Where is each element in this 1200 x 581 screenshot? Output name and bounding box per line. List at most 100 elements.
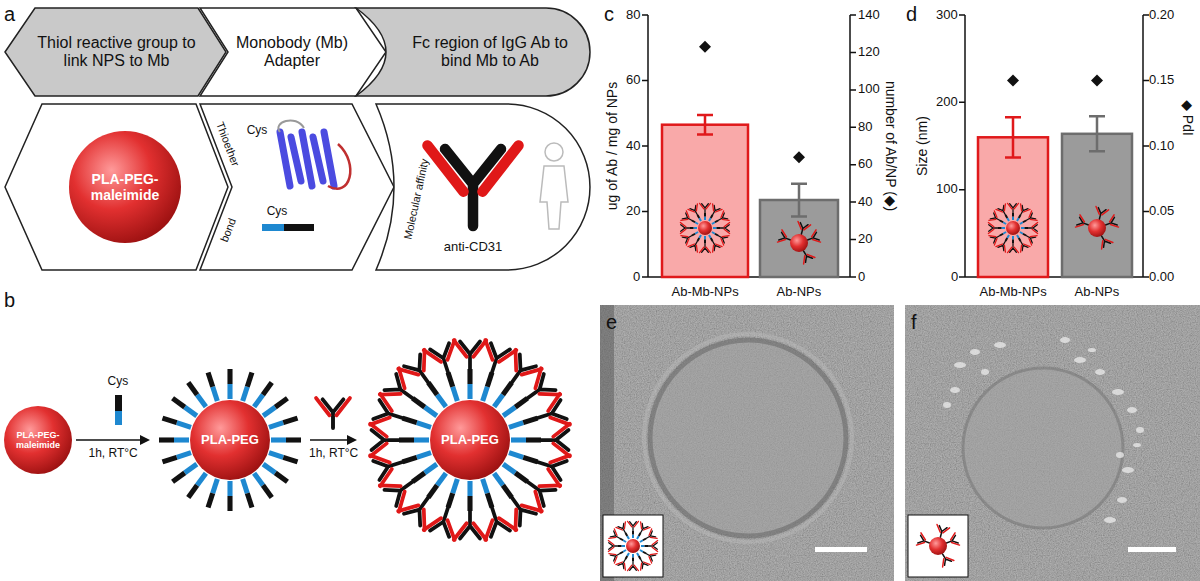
art-line	[213, 479, 218, 493]
axis-label: 0.15	[1149, 73, 1174, 88]
art-line	[964, 15, 966, 277]
art-path	[428, 146, 519, 192]
diamond-marker	[1091, 75, 1103, 87]
art-line	[402, 457, 416, 462]
art-path	[424, 514, 460, 540]
art-path	[917, 533, 928, 547]
art-line	[247, 372, 252, 386]
art-g	[648, 541, 658, 552]
art-line	[174, 437, 189, 442]
art-path	[724, 223, 730, 234]
art-g	[989, 231, 1003, 245]
art-line	[632, 535, 634, 539]
nanoparticle-icon	[608, 521, 657, 570]
art-path	[1010, 243, 1017, 252]
node-text: Cys	[240, 122, 274, 140]
art-line	[627, 536, 629, 539]
art-g	[996, 204, 1010, 218]
bar-chart-d	[959, 15, 1149, 277]
art-line	[637, 553, 639, 556]
art-line	[637, 536, 639, 539]
panel-letter: a	[4, 3, 15, 26]
node-text: PLA-PEG	[193, 427, 267, 453]
art-line	[291, 137, 301, 181]
art-line	[503, 407, 515, 416]
art-path	[647, 529, 657, 541]
art-line	[1017, 218, 1019, 221]
art-g	[681, 211, 695, 225]
art-line	[243, 387, 248, 401]
node-text: Thiol reactive group to link NPS to Mb	[35, 12, 198, 92]
art-line	[704, 217, 706, 221]
art-path	[996, 204, 1008, 214]
art-path	[506, 350, 542, 382]
axis-label: ◆ PdI	[1180, 100, 1196, 136]
art-rect	[262, 224, 284, 231]
art-path	[1094, 207, 1108, 217]
art-polygon	[140, 435, 150, 445]
art-path	[949, 533, 960, 547]
art-g	[454, 511, 487, 540]
art-line	[413, 398, 425, 407]
art-path	[609, 529, 619, 541]
art-line	[402, 418, 416, 423]
art-path	[460, 342, 480, 370]
art-line	[487, 493, 492, 507]
functionalised-nanoparticle: PLA-PEG	[153, 363, 307, 517]
art-line	[173, 473, 185, 482]
axis-label: 0.00	[1149, 270, 1174, 285]
art-path	[376, 104, 590, 270]
art-line	[623, 540, 626, 542]
diamond-marker	[699, 41, 711, 53]
art-g	[454, 340, 487, 369]
art-path	[454, 523, 487, 540]
axis-label: Ab-NPs	[1075, 285, 1120, 300]
antibody-icon	[316, 398, 350, 428]
art-g	[688, 238, 702, 252]
art-path	[850, 15, 856, 277]
art-path	[544, 394, 570, 430]
art-line	[159, 437, 174, 442]
art-path	[700, 247, 711, 253]
art-line	[269, 423, 283, 428]
art-path	[616, 560, 628, 570]
art-path	[719, 233, 729, 245]
art-line	[640, 550, 643, 552]
axis-label: 40	[858, 195, 872, 210]
art-circle	[1006, 221, 1020, 235]
art-path	[1027, 211, 1037, 223]
axis-label: Size (nm)	[914, 116, 930, 176]
art-line	[1020, 232, 1023, 234]
art-line	[275, 398, 287, 407]
axis-label: 100	[936, 182, 958, 197]
axis-label: 0.10	[1149, 139, 1174, 154]
art-path	[935, 525, 949, 535]
art-line	[197, 395, 206, 407]
art-path	[996, 242, 1008, 252]
art-line	[173, 398, 185, 407]
art-path	[356, 8, 590, 96]
art-line	[188, 383, 197, 395]
art-path	[989, 233, 999, 245]
art-line	[483, 387, 488, 401]
art-path	[370, 424, 387, 457]
art-path	[700, 203, 711, 209]
art-rect	[603, 515, 663, 577]
art-line	[695, 232, 698, 234]
art-g	[680, 223, 690, 234]
art-g	[989, 211, 1003, 225]
art-line	[695, 222, 698, 224]
art-circle	[963, 368, 1123, 528]
panel-letter: f	[911, 311, 917, 334]
art-path	[445, 149, 501, 226]
nanoparticle-frame	[5, 104, 228, 270]
art-path	[638, 522, 650, 532]
art-rect	[115, 395, 122, 411]
art-path	[628, 521, 639, 527]
art-path	[1008, 247, 1019, 253]
art-line	[188, 485, 197, 497]
art-path	[630, 561, 637, 570]
axis-label: 80	[858, 120, 872, 135]
art-line	[227, 369, 232, 384]
art-ellipse	[1127, 407, 1137, 413]
